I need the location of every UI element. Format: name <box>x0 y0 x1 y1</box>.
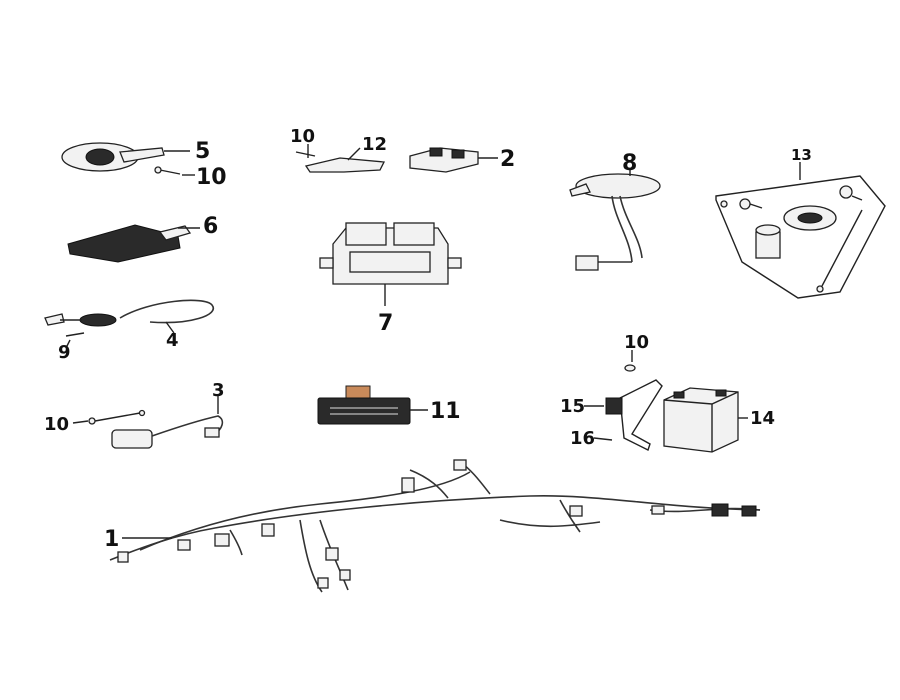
part-regulator <box>67 224 200 263</box>
callout-8: 8 <box>622 151 637 176</box>
part-screw-9 <box>65 332 85 349</box>
callout-12: 12 <box>362 134 387 155</box>
part-relay <box>409 147 498 173</box>
part-wiring-harness <box>109 459 761 593</box>
part-screw-3 <box>72 409 146 425</box>
part-flasher <box>317 385 428 425</box>
callout-14: 14 <box>750 408 775 429</box>
part-battery-screw <box>624 350 636 372</box>
callout-15: 15 <box>560 396 585 417</box>
part-ecu <box>319 222 462 306</box>
part-horn <box>61 142 190 172</box>
callout-2: 2 <box>500 147 515 172</box>
callout-10-battery: 10 <box>624 332 649 353</box>
callout-7: 7 <box>378 311 393 336</box>
callout-3: 3 <box>212 380 225 401</box>
callout-4: 4 <box>166 330 179 351</box>
callout-16: 16 <box>570 428 595 449</box>
part-battery-bracket <box>593 379 663 451</box>
callout-6: 6 <box>203 214 218 239</box>
part-screw-5 <box>154 166 195 176</box>
part-sensor <box>569 170 661 271</box>
part-pickup-coil <box>44 299 215 334</box>
callout-13: 13 <box>791 146 812 164</box>
part-battery <box>663 387 748 453</box>
callout-10-coil: 10 <box>44 414 69 435</box>
callout-5: 5 <box>195 139 210 164</box>
part-ignition-coil <box>111 396 224 449</box>
callout-10-bracket: 10 <box>290 126 315 147</box>
callout-1: 1 <box>104 527 119 552</box>
part-lock-set <box>715 162 886 299</box>
callout-10-horn: 10 <box>196 165 227 190</box>
part-bracket <box>295 144 386 173</box>
callout-9: 9 <box>58 342 71 363</box>
callout-11: 11 <box>430 399 461 424</box>
part-battery-pad <box>584 397 623 415</box>
